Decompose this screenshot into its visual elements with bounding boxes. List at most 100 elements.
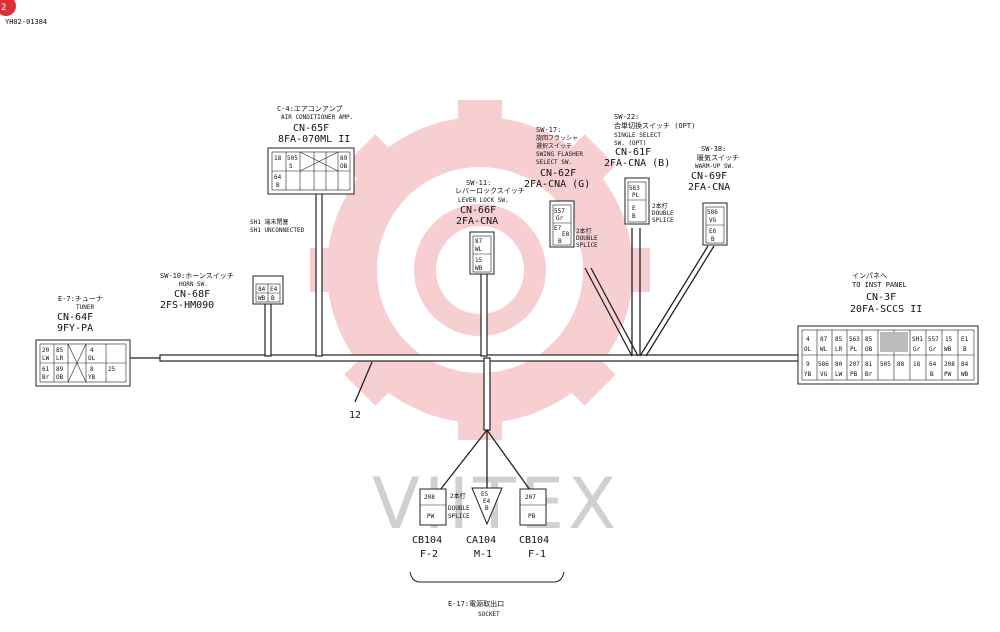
socket-mid-code: CA104 [466,535,496,546]
cn66f-pin-1: 87 [475,238,483,245]
cn65f-pin-6: OB [340,163,348,170]
cn65f-pin-4: 64 [274,174,282,181]
cn65f-note-2: SH1 UNCONNECTED [250,227,305,234]
cn64f-col-b2: OB [56,374,64,381]
connector-cn64f: E-7:チューナ TUNER CN-64F 9FY-PA 20 85 4 LW … [35,295,131,387]
cn3f-r3-10: 208 [944,361,955,368]
cn61f-pin-4: B [632,213,636,220]
socket-mid-splice-3: SPLICE [448,513,470,520]
cn64f-pin-b4: 25 [108,366,116,373]
cn62f-label-2: 旋回フラッシャ [536,134,578,142]
cn66f-pin-2: WL [475,246,483,253]
socket-right-code: CB104 [519,535,549,546]
cn3f-r2-2: WL [820,346,828,353]
cn62f-splice-3: SPLICE [576,242,598,249]
cn3f-r1-1: 4 [806,336,810,343]
cn62f-label-1: SW-17: [536,126,561,134]
connector-cn61f: SW-22: 合単切換スイッチ (OPT) SINGLE SELECT SW. … [604,113,695,225]
document-id: YH02-01384 [5,18,47,26]
cn3f-r1-5: 85 [865,336,873,343]
cn3f-r3-11: 84 [961,361,969,368]
cn3f-r4-4: PB [850,371,858,378]
cn62f-label-7: 2FA-CNA (G) [524,179,590,190]
cn66f-label-4: CN-66F [460,205,496,216]
cn61f-label-5: CN-61F [615,147,651,158]
cn3f-r1-9: 15 [945,336,953,343]
cn62f-label-5: SELECT SW. [536,159,572,166]
main-harness [130,192,805,491]
cn68f-label-3: CN-68F [174,289,210,300]
cn64f-pin-a2: 85 [56,347,64,354]
cn3f-r3-7: 88 [897,361,905,368]
cn3f-r1-8: 557 [928,336,939,343]
cn66f-label-3: LEVER LOCK SW. [458,197,509,204]
cn3f-r1-7: SH1 [912,336,923,343]
cn65f-pin-5: S [289,163,293,170]
cn69f-pin-3: E6 [709,228,717,235]
cn3f-r3-1: 9 [806,361,810,368]
cn69f-label-3: WARM-UP SW. [695,163,735,170]
page-badge [0,0,16,16]
cn64f-label-2: TUNER [76,304,94,311]
socket-right-pos: F-1 [528,549,546,560]
cn62f-splice-1: 2本打 [576,227,592,235]
cn68f-pin-4: B [271,295,275,302]
cn3f-r3-5: 81 [865,361,873,368]
cn62f-label-3: 選択スイッチ [536,142,572,150]
cn3f-label-1: インパネへ [852,272,887,280]
cn61f-pin-3: E [632,205,636,212]
cn61f-pin-1: 563 [629,185,640,192]
page-badge-label: 2 [1,3,6,13]
cn61f-label-6: 2FA-CNA (B) [604,158,670,169]
cn62f-label-6: CN-62F [540,168,576,179]
cn3f-r3-8: 18 [913,361,921,368]
cn65f-pin-2: 505 [287,155,298,162]
cn3f-r1-3: 85 [835,336,843,343]
socket-mid-splice-2: DOUBLE [448,505,470,512]
cn3f-r3-9: 64 [929,361,937,368]
cn65f-note-1: SH1 端末閉塞 [250,218,288,226]
cn61f-splice-2: DOUBLE [652,210,674,217]
cn64f-pin-b2: 89 [56,366,64,373]
cn3f-r4-1: YB [804,371,812,378]
cn64f-pin-b1: 61 [42,366,50,373]
cn64f-col-b3: YB [88,374,96,381]
cn3f-r4-11: WB [961,371,969,378]
cn3f-r2-9: WB [944,346,952,353]
cn3f-r3-6: 505 [880,361,891,368]
socket-right-color: PB [528,513,536,520]
socket-mid-splice-1: 2本打 [450,492,466,500]
socket-caption-1: E-17:電源取出口 [448,599,504,608]
cn65f-label-1: C-4:エアコンアンプ [277,105,342,113]
cn65f-label-4: 8FA-070ML II [278,134,350,145]
socket-left-pos: F-2 [420,549,438,560]
cn66f-label-1: SW-11: [466,179,491,187]
cn66f-label-5: 2FA-CNA [456,216,498,227]
socket-mid-pos: M-1 [474,549,492,560]
cn64f-col-a2: LR [56,355,64,362]
cn3f-r2-5: OB [865,346,873,353]
cn64f-pin-b3: 8 [90,366,94,373]
cn61f-label-3: SINGLE SELECT [614,132,661,139]
cn3f-r1-4: 563 [849,336,860,343]
socket-left-color: PW [427,513,435,520]
socket-caption-2: SOCKET [478,611,500,618]
cn3f-r4-9: B [930,371,934,378]
cn61f-label-2: 合単切換スイッチ (OPT) [614,121,695,130]
cn69f-label-2: 暖気スイッチ [697,153,739,162]
cn61f-label-4: SW. (OPT) [614,140,647,147]
socket-mid-pin-2: E4 [483,498,491,505]
cn68f-pin-3: WB [258,295,266,302]
cn64f-label-4: 9FY-PA [57,323,93,334]
cn68f-pin-1: 84 [258,286,266,293]
cn64f-pin-a3: 4 [90,347,94,354]
cn3f-r3-4: 207 [849,361,860,368]
cn68f-label-1: SW-10:ホーンスイッチ [160,272,234,280]
cn3f-r1-10: E1 [961,336,969,343]
connector-cn66f: SW-11: レバーロックスイッチ LEVER LOCK SW. CN-66F … [455,179,525,275]
cn62f-pin-3: E7 [554,225,562,232]
cn69f-label-1: SW-38: [701,145,726,153]
cn3f-r4-5: Br [865,371,873,378]
cn61f-label-1: SW-22: [614,113,639,121]
connector-cn68f: SW-10:ホーンスイッチ HORN SW. CN-68F 2FS-HM090 … [160,272,284,311]
